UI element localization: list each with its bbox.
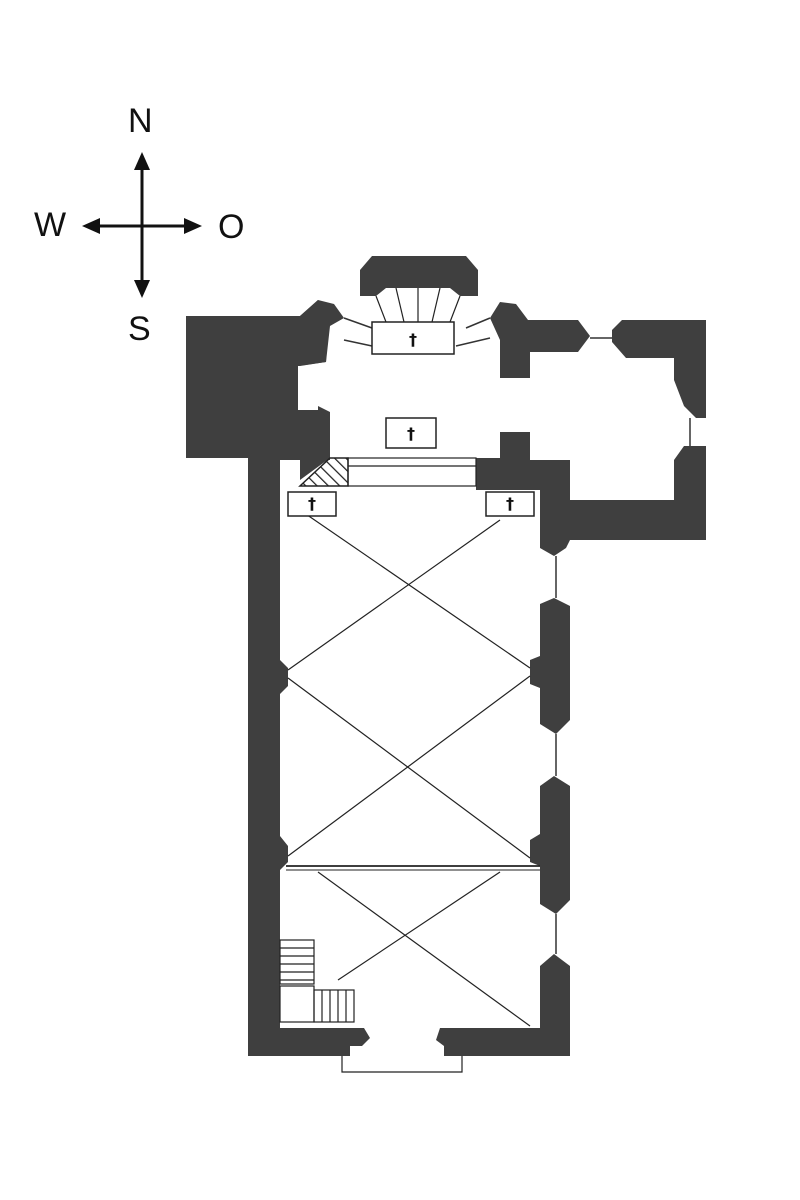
left-side-altar-box: [287, 491, 337, 517]
right-side-altar-box: [485, 491, 535, 517]
nave-east-pier-3: [436, 954, 570, 1056]
right-side-altar-cross-icon: †: [506, 494, 514, 513]
choir-altar-box: [385, 417, 437, 449]
left-side-altar-cross-icon: †: [308, 494, 316, 513]
staircase: [279, 939, 355, 1023]
nave-vault-ribs: [286, 509, 540, 1027]
northwest-outer-wall: [186, 316, 330, 460]
apse-altar-cross-icon: †: [409, 330, 417, 349]
east-annex-top-wall: [612, 320, 706, 418]
compass-south-label: S: [128, 310, 151, 348]
east-connecting-block: [476, 432, 570, 556]
walls: [186, 256, 706, 1056]
altar-boxes: [287, 321, 535, 517]
nave-east-pier-2: [530, 776, 570, 914]
window-lines: [343, 317, 691, 954]
entrance-step: [341, 1056, 463, 1073]
compass-arrows: [82, 152, 202, 298]
compass-west-label: W: [34, 206, 67, 244]
choir-altar-cross-icon: †: [407, 424, 415, 443]
east-annex-right-wall: [570, 446, 706, 540]
chancel-step: [347, 457, 477, 487]
apse-altar-box: [371, 321, 455, 355]
apse-top-wall: [360, 256, 478, 296]
nave-west-wall: [248, 458, 370, 1056]
apse-left-wall: [300, 300, 344, 366]
apse-vault-ribs: [375, 287, 461, 323]
apse-right-wall: [490, 302, 590, 378]
compass-north-label: N: [128, 102, 153, 140]
compass-east-label: O: [218, 208, 245, 246]
nave-east-pier-1: [530, 598, 570, 734]
